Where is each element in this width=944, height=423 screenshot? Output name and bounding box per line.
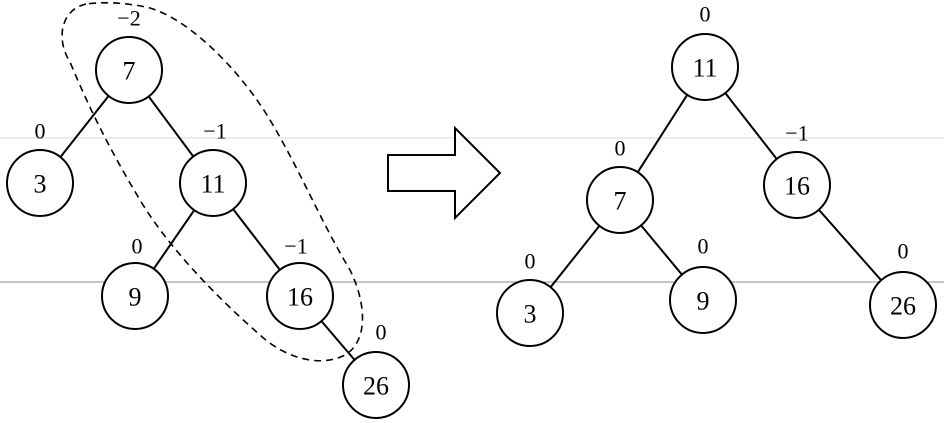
node-key-label: 7 bbox=[123, 57, 136, 86]
after-tree-node-7: 70 bbox=[586, 136, 654, 234]
node-key-label: 3 bbox=[524, 300, 537, 329]
node-circle bbox=[101, 262, 169, 330]
balance-factor-label: −1 bbox=[785, 121, 808, 146]
after-tree-node-16: 16 −1 bbox=[763, 121, 831, 219]
transform-arrow bbox=[387, 125, 502, 221]
after-tree-node-9: 90 bbox=[669, 234, 737, 334]
node-circle bbox=[763, 151, 831, 219]
node-circle bbox=[671, 33, 739, 101]
node-circle bbox=[342, 351, 410, 419]
balance-factor-label: 0 bbox=[35, 119, 46, 144]
node-key-label: 26 bbox=[363, 372, 389, 401]
node-key-label: 11 bbox=[200, 170, 225, 199]
node-circle bbox=[669, 266, 737, 334]
node-key-label: 3 bbox=[34, 170, 47, 199]
node-key-label: 16 bbox=[784, 172, 810, 201]
balance-factor-label: 0 bbox=[898, 239, 909, 264]
balance-factor-label: 0 bbox=[376, 320, 387, 345]
node-key-label: 7 bbox=[614, 187, 627, 216]
before-tree-node-16: 16 −1 bbox=[266, 234, 334, 330]
balance-factor-label: −1 bbox=[203, 119, 226, 144]
node-key-label: 11 bbox=[692, 54, 717, 83]
node-circle bbox=[179, 149, 247, 217]
before-tree-node-26: 26 0 bbox=[342, 320, 410, 419]
node-circle bbox=[6, 149, 74, 217]
node-circle bbox=[95, 36, 163, 104]
node-circle bbox=[496, 279, 564, 347]
balance-factor-label: 0 bbox=[700, 2, 711, 27]
node-circle bbox=[266, 262, 334, 330]
node-key-label: 9 bbox=[697, 287, 710, 316]
balance-factor-label: −1 bbox=[284, 234, 307, 259]
node-circle bbox=[586, 166, 654, 234]
after-tree-node-11: 11 0 bbox=[671, 2, 739, 101]
node-key-label: 9 bbox=[129, 283, 142, 312]
after-tree-node-3: 30 bbox=[496, 249, 564, 347]
balance-factor-label: −2 bbox=[117, 6, 140, 31]
before-tree-node-7: 7 −2 bbox=[95, 6, 163, 104]
before-tree-node-9: 90 bbox=[101, 234, 169, 330]
edges-layer bbox=[39, 66, 904, 386]
balance-factor-label: 0 bbox=[132, 234, 143, 259]
unbalanced-path-highlight bbox=[61, 2, 364, 362]
after-tree-node-26: 26 0 bbox=[869, 239, 937, 339]
node-circle bbox=[869, 271, 937, 339]
before-tree-node-11: 11 −1 bbox=[179, 119, 247, 217]
balance-factor-label: 0 bbox=[525, 249, 536, 274]
before-tree-node-3: 30 bbox=[6, 119, 74, 217]
balance-factor-label: 0 bbox=[615, 136, 626, 161]
node-key-label: 26 bbox=[890, 292, 916, 321]
balance-factor-label: 0 bbox=[698, 234, 709, 259]
node-key-label: 16 bbox=[287, 283, 313, 312]
